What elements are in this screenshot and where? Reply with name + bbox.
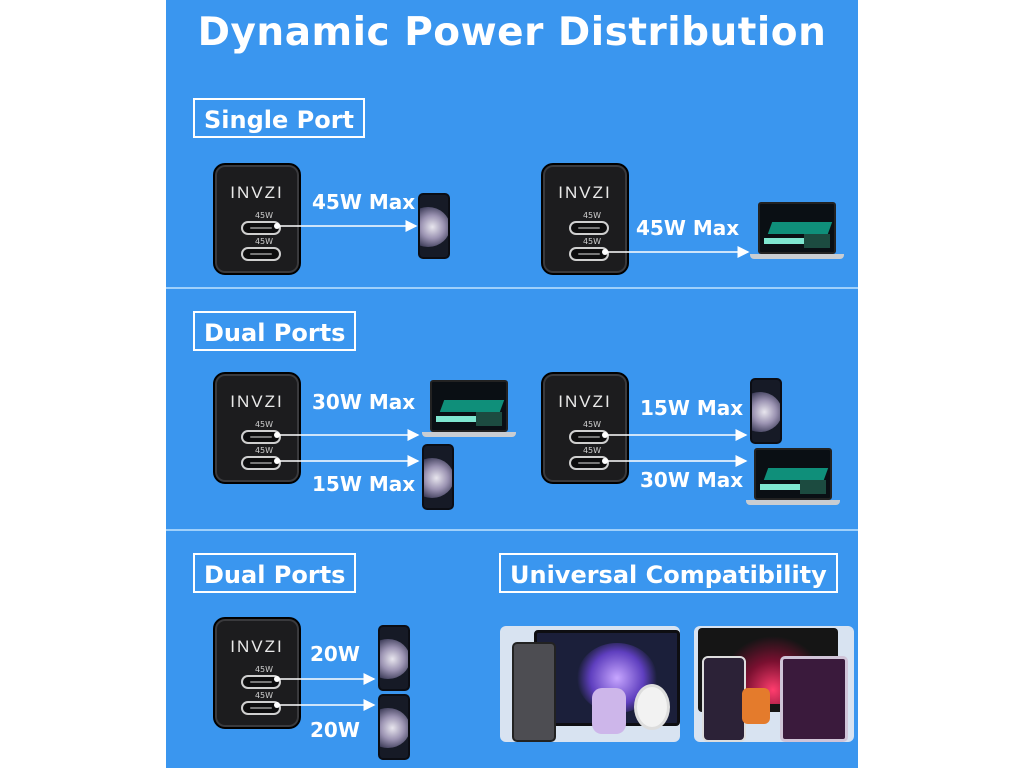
watch-icon xyxy=(742,688,770,724)
usb-c-port-icon xyxy=(569,456,609,470)
phone-icon xyxy=(422,444,454,510)
watt-label: 15W Max xyxy=(312,472,416,496)
phone-icon xyxy=(702,656,746,742)
watt-label: 30W Max xyxy=(312,390,416,414)
port-dot xyxy=(602,432,608,438)
charger-dual-bottom: INVZI 45W 45W xyxy=(213,617,301,729)
charger-brand: INVZI xyxy=(230,637,284,656)
port-label: 45W xyxy=(254,420,274,429)
usb-c-port-icon xyxy=(569,430,609,444)
page-title: Dynamic Power Distribution xyxy=(197,10,827,55)
watt-label: 30W Max xyxy=(640,468,744,492)
usb-c-port-icon xyxy=(241,247,281,261)
dual-ports-label: Dual Ports xyxy=(193,311,357,351)
watt-label: 45W Max xyxy=(636,216,740,240)
charger-single-left: INVZI 45W 45W xyxy=(213,163,301,275)
phone-icon xyxy=(378,694,410,760)
watt-label: 20W xyxy=(310,642,360,666)
port-dot xyxy=(274,702,280,708)
charger-dual-left: INVZI 45W 45W xyxy=(213,372,301,484)
single-port-label: Single Port xyxy=(193,98,366,138)
port-label: 45W xyxy=(254,691,274,700)
watt-label: 20W xyxy=(310,718,360,742)
charger-dual-right: INVZI 45W 45W xyxy=(541,372,629,484)
phone-icon xyxy=(418,193,450,259)
watt-label: 15W Max xyxy=(640,396,744,420)
usb-c-port-icon xyxy=(241,675,281,689)
dual-ports-label-2: Dual Ports xyxy=(193,553,357,593)
port-label: 45W xyxy=(582,446,602,455)
port-dot xyxy=(274,458,280,464)
phone-icon xyxy=(378,625,410,691)
infographic-panel: Dynamic Power Distribution Single Port I… xyxy=(166,0,858,768)
section-divider xyxy=(166,287,858,289)
charger-brand: INVZI xyxy=(230,183,284,202)
usb-c-port-icon xyxy=(241,456,281,470)
port-label: 45W xyxy=(254,665,274,674)
watch-icon xyxy=(634,684,670,730)
charger-brand: INVZI xyxy=(558,183,612,202)
earbuds-icon xyxy=(592,688,626,734)
watt-label: 45W Max xyxy=(312,190,416,214)
usb-c-port-icon xyxy=(241,701,281,715)
port-dot xyxy=(274,676,280,682)
power-arrows xyxy=(274,220,750,711)
port-label: 45W xyxy=(582,211,602,220)
compatible-devices-samsung-image xyxy=(500,626,680,742)
port-label: 45W xyxy=(254,237,274,246)
port-label: 45W xyxy=(582,420,602,429)
universal-compatibility-label: Universal Compatibility xyxy=(499,553,838,593)
laptop-icon xyxy=(750,202,844,260)
port-dot xyxy=(274,223,280,229)
laptop-icon xyxy=(746,448,840,506)
phone-icon xyxy=(512,642,556,742)
usb-c-port-icon xyxy=(569,247,609,261)
charger-single-right: INVZI 45W 45W xyxy=(541,163,629,275)
usb-c-port-icon xyxy=(569,221,609,235)
port-dot xyxy=(602,458,608,464)
port-label: 45W xyxy=(582,237,602,246)
charger-brand: INVZI xyxy=(558,392,612,411)
port-dot xyxy=(602,249,608,255)
compatible-devices-apple-image xyxy=(694,626,854,742)
usb-c-port-icon xyxy=(241,221,281,235)
section-divider xyxy=(166,529,858,531)
charger-brand: INVZI xyxy=(230,392,284,411)
phone-icon xyxy=(750,378,782,444)
laptop-icon xyxy=(422,380,516,438)
port-dot xyxy=(274,432,280,438)
usb-c-port-icon xyxy=(241,430,281,444)
port-label: 45W xyxy=(254,211,274,220)
port-label: 45W xyxy=(254,446,274,455)
tablet-icon xyxy=(780,656,848,742)
